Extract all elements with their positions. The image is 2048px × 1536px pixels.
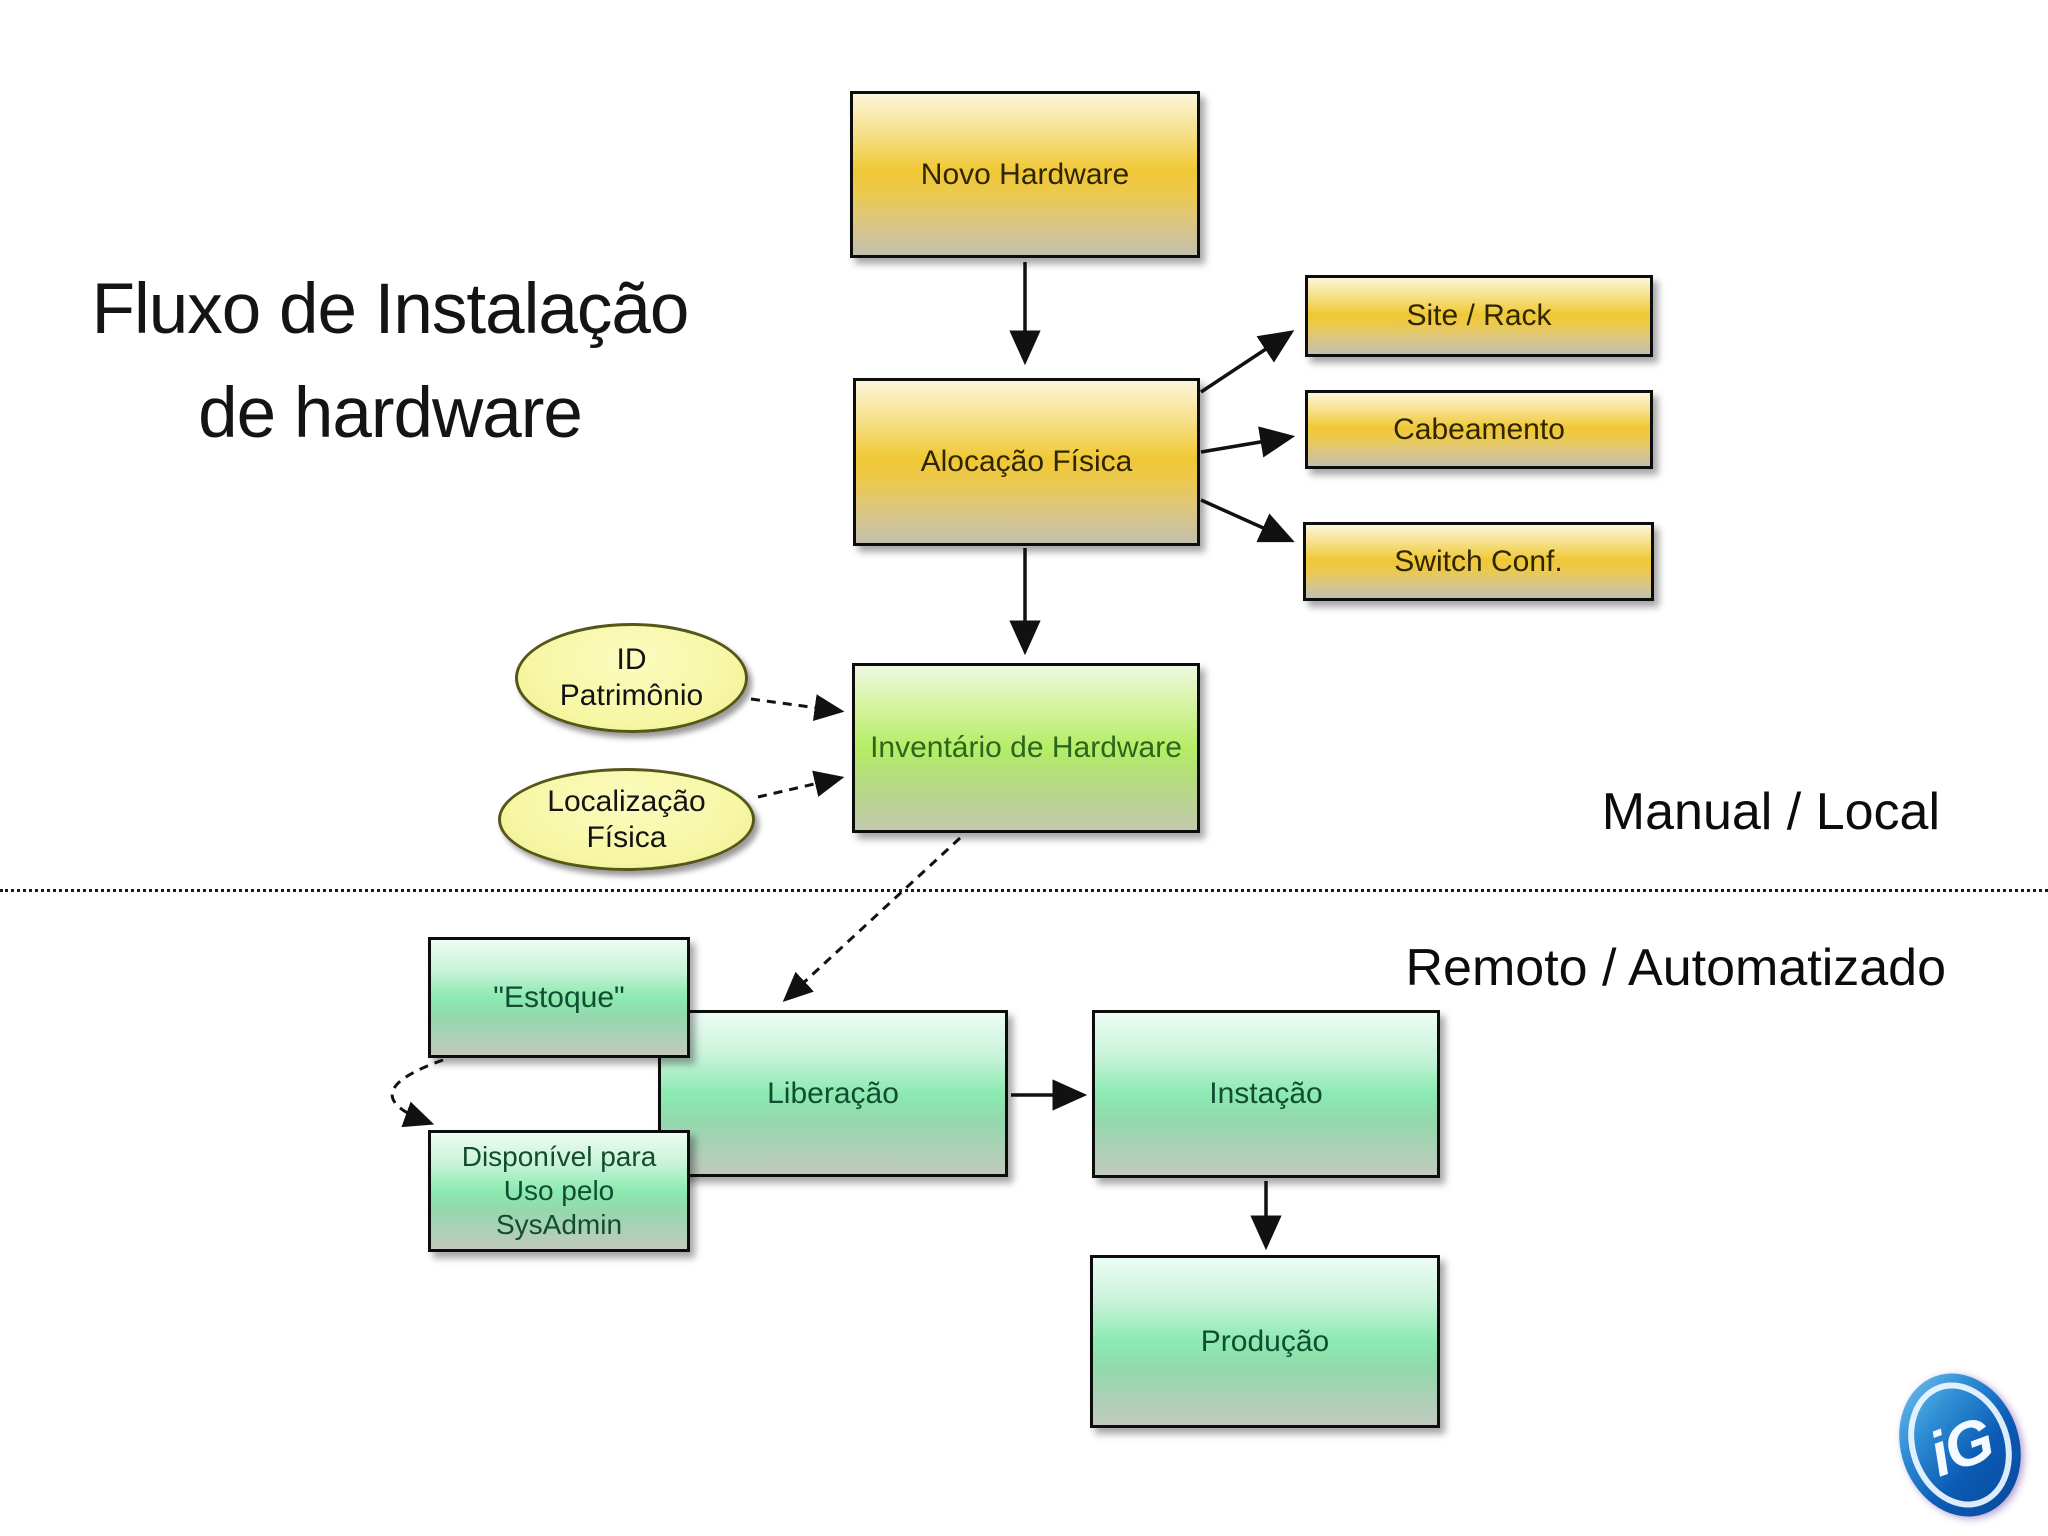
- node-liberacao-label: Liberação: [767, 1076, 899, 1110]
- node-disponivel-sysadmin: Disponível para Uso pelo SysAdmin: [428, 1130, 690, 1252]
- arrow-alocacao-to-cabeamento: [1200, 426, 1296, 458]
- node-cabeamento: Cabeamento: [1305, 390, 1653, 469]
- node-estoque-label: "Estoque": [493, 980, 625, 1014]
- node-cabeamento-label: Cabeamento: [1393, 412, 1565, 446]
- node-disponivel-line3: SysAdmin: [495, 1209, 623, 1240]
- node-liberacao: Liberação: [658, 1010, 1008, 1177]
- node-instacao-label: Instação: [1209, 1077, 1323, 1110]
- page-title: Fluxo de Instalação de hardware: [40, 258, 740, 466]
- node-switch-conf-label: Switch Conf.: [1394, 544, 1563, 578]
- node-disponivel-lines: Disponível para Uso pelo SysAdmin: [462, 1140, 657, 1242]
- node-novo-hardware: Novo Hardware: [850, 91, 1200, 258]
- ellipse-localizacao-fisica: Localização Física: [498, 768, 755, 871]
- node-producao: Produção: [1090, 1255, 1440, 1428]
- node-inventario-label: Inventário de Hardware: [870, 731, 1182, 764]
- zone-separator-dotted-line: [0, 889, 2048, 892]
- ellipse-id-patrimonio: ID Patrimônio: [515, 623, 748, 733]
- zone-label-remoto-automatizado: Remoto / Automatizado: [1405, 939, 1946, 997]
- node-site-rack: Site / Rack: [1305, 275, 1653, 357]
- ellipse-localizacao-line1: Localização: [547, 784, 706, 818]
- arrow-inventario-to-liberacao: [782, 836, 962, 1003]
- arrow-id-patrimonio-to-inventario: [750, 694, 845, 721]
- arrow-alocacao-to-switch-conf: [1200, 498, 1295, 543]
- ig-logo-text: iG: [1920, 1403, 2002, 1490]
- arrow-estoque-to-disponivel: [390, 1058, 444, 1128]
- node-producao-label: Produção: [1200, 1324, 1330, 1358]
- node-instacao: Instação: [1092, 1010, 1440, 1178]
- ellipse-localizacao-line2: Física: [586, 820, 667, 854]
- node-switch-conf: Switch Conf.: [1303, 522, 1654, 601]
- node-disponivel-line2: Uso pelo: [503, 1175, 615, 1206]
- ellipse-id-patrimonio-line2: Patrimônio: [559, 679, 704, 712]
- node-novo-hardware-label: Novo Hardware: [920, 157, 1130, 191]
- node-disponivel-line1: Disponível para: [461, 1141, 657, 1172]
- node-estoque: "Estoque": [428, 937, 690, 1058]
- node-inventario-de-hardware: Inventário de Hardware: [852, 663, 1200, 833]
- arrow-alocacao-to-site-rack: [1200, 330, 1295, 394]
- node-site-rack-label: Site / Rack: [1406, 299, 1552, 332]
- node-alocacao-fisica: Alocação Física: [853, 378, 1200, 546]
- zone-label-manual-local: Manual / Local: [1601, 783, 1940, 841]
- page-title-line2: de hardware: [198, 374, 583, 453]
- page-title-line1: Fluxo de Instalação: [91, 270, 690, 349]
- ellipse-id-patrimonio-line1: ID: [616, 643, 647, 676]
- arrow-localizacao-to-inventario: [757, 770, 845, 799]
- node-alocacao-fisica-label: Alocação Física: [920, 445, 1133, 478]
- ig-logo: iG: [1872, 1356, 2048, 1534]
- ig-logo-disc: iG: [1879, 1356, 2041, 1534]
